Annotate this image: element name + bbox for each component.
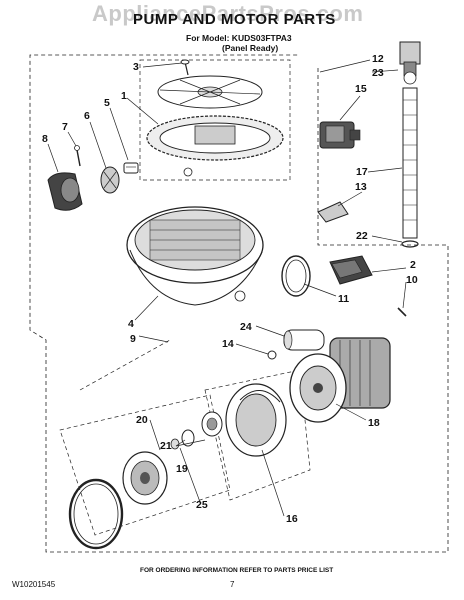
pump-housing-group-border <box>204 369 311 501</box>
callout-8: 8 <box>42 133 48 145</box>
wash-motor-part <box>289 337 391 423</box>
callout-1: 1 <box>121 90 127 102</box>
screw-part <box>180 59 190 76</box>
drain-pump-part <box>319 121 361 149</box>
page-number: 7 <box>230 580 235 589</box>
filter-cover-part <box>157 75 263 109</box>
callout-15: 15 <box>355 83 367 95</box>
ordering-note: FOR ORDERING INFORMATION REFER TO PARTS … <box>140 567 334 574</box>
callout-18: 18 <box>368 417 380 429</box>
belt-gasket-part <box>68 478 124 550</box>
callout-10: 10 <box>406 274 418 286</box>
callout-16: 16 <box>286 513 298 525</box>
leader-lines <box>47 59 407 517</box>
bracket-part <box>329 255 373 285</box>
callout-13: 13 <box>355 181 367 193</box>
motor-group-border <box>79 339 171 391</box>
callout-20: 20 <box>136 414 148 426</box>
callout-5: 5 <box>104 97 110 109</box>
drain-fitting-part <box>399 41 421 85</box>
pump-housing-part <box>225 383 287 457</box>
page-title: PUMP AND MOTOR PARTS <box>133 11 336 28</box>
gasket-ring-part <box>281 255 311 297</box>
clip-part <box>397 307 407 317</box>
seal-part <box>123 162 139 174</box>
callout-25: 25 <box>196 499 208 511</box>
document-number: W10201545 <box>12 580 56 589</box>
small-screw-part <box>74 145 81 167</box>
callout-22: 22 <box>356 230 368 242</box>
watermark: AppliancePartsPros.com <box>92 1 364 26</box>
hose-clamp-part <box>401 240 419 248</box>
callout-24: 24 <box>240 321 252 333</box>
callout-23: 23 <box>372 67 384 79</box>
capacitor-part <box>283 329 325 351</box>
callout-6: 6 <box>84 110 90 122</box>
outer-dashed-border <box>29 54 449 553</box>
drain-hose-part <box>402 87 418 239</box>
callout-4: 4 <box>128 318 134 330</box>
mounting-clip-part <box>317 201 349 223</box>
callout-7: 7 <box>62 121 68 133</box>
model-line: For Model: KUDS03FTPA3 <box>186 33 292 43</box>
impeller-cap-part <box>100 166 120 194</box>
filter-gear-part <box>146 115 284 177</box>
callout-3: 3 <box>133 61 139 73</box>
pump-sump-part <box>126 206 264 306</box>
impeller-part <box>122 451 168 505</box>
impeller-group-border <box>59 394 231 536</box>
callout-11: 11 <box>338 293 349 305</box>
nut-part <box>267 350 277 360</box>
callout-12: 12 <box>372 53 384 65</box>
callout-19: 19 <box>176 463 188 475</box>
filter-group-border <box>139 59 291 181</box>
impeller-seal-part <box>201 411 223 437</box>
cover-housing-part <box>47 172 83 211</box>
callout-17: 17 <box>356 166 368 178</box>
washer-part <box>170 429 195 450</box>
callout-9: 9 <box>130 333 136 345</box>
callout-21: 21 <box>160 440 172 452</box>
callout-2: 2 <box>410 259 416 271</box>
callout-14: 14 <box>222 338 234 350</box>
panel-line: (Panel Ready) <box>222 43 279 53</box>
